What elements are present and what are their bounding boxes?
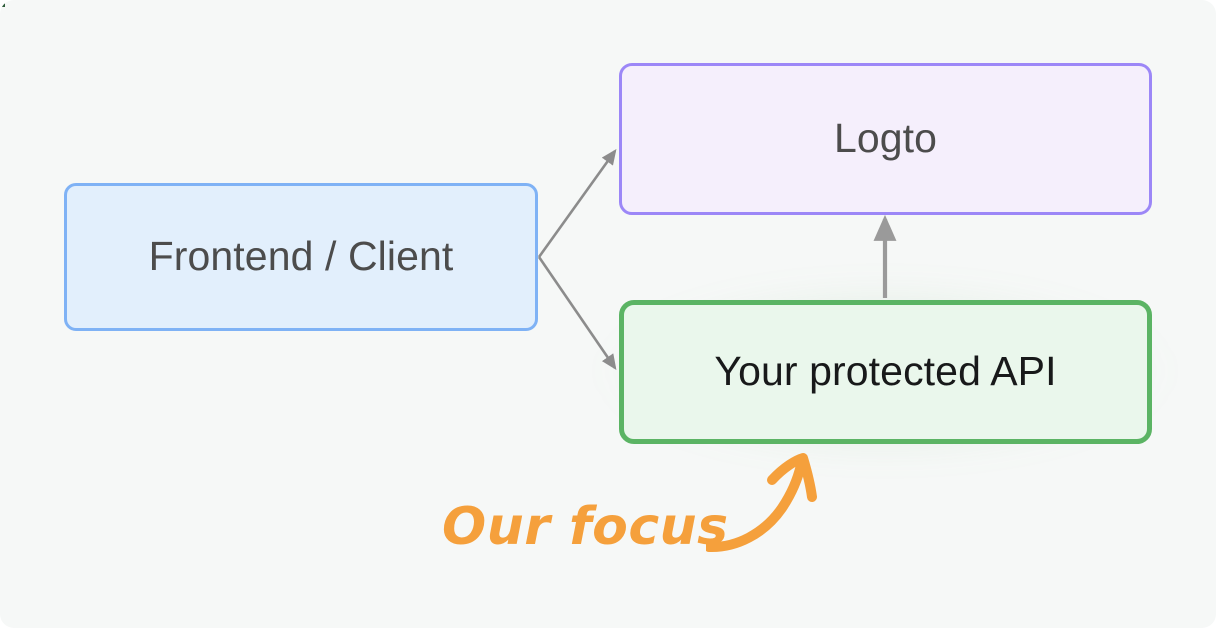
- node-frontend-client[interactable]: Frontend / Client: [64, 183, 538, 331]
- node-protected-api-label: Your protected API: [714, 348, 1057, 395]
- node-protected-api[interactable]: Your protected API: [619, 300, 1152, 444]
- node-logto[interactable]: Logto: [619, 63, 1152, 215]
- edge-frontend-to-logto: [537, 148, 617, 258]
- corner-artifact: [0, 0, 5, 7]
- edge-frontend-to-api: [537, 256, 617, 371]
- node-logto-label: Logto: [833, 115, 938, 162]
- node-frontend-client-label: Frontend / Client: [148, 233, 454, 280]
- annotation-our-focus: Our focus: [442, 497, 729, 557]
